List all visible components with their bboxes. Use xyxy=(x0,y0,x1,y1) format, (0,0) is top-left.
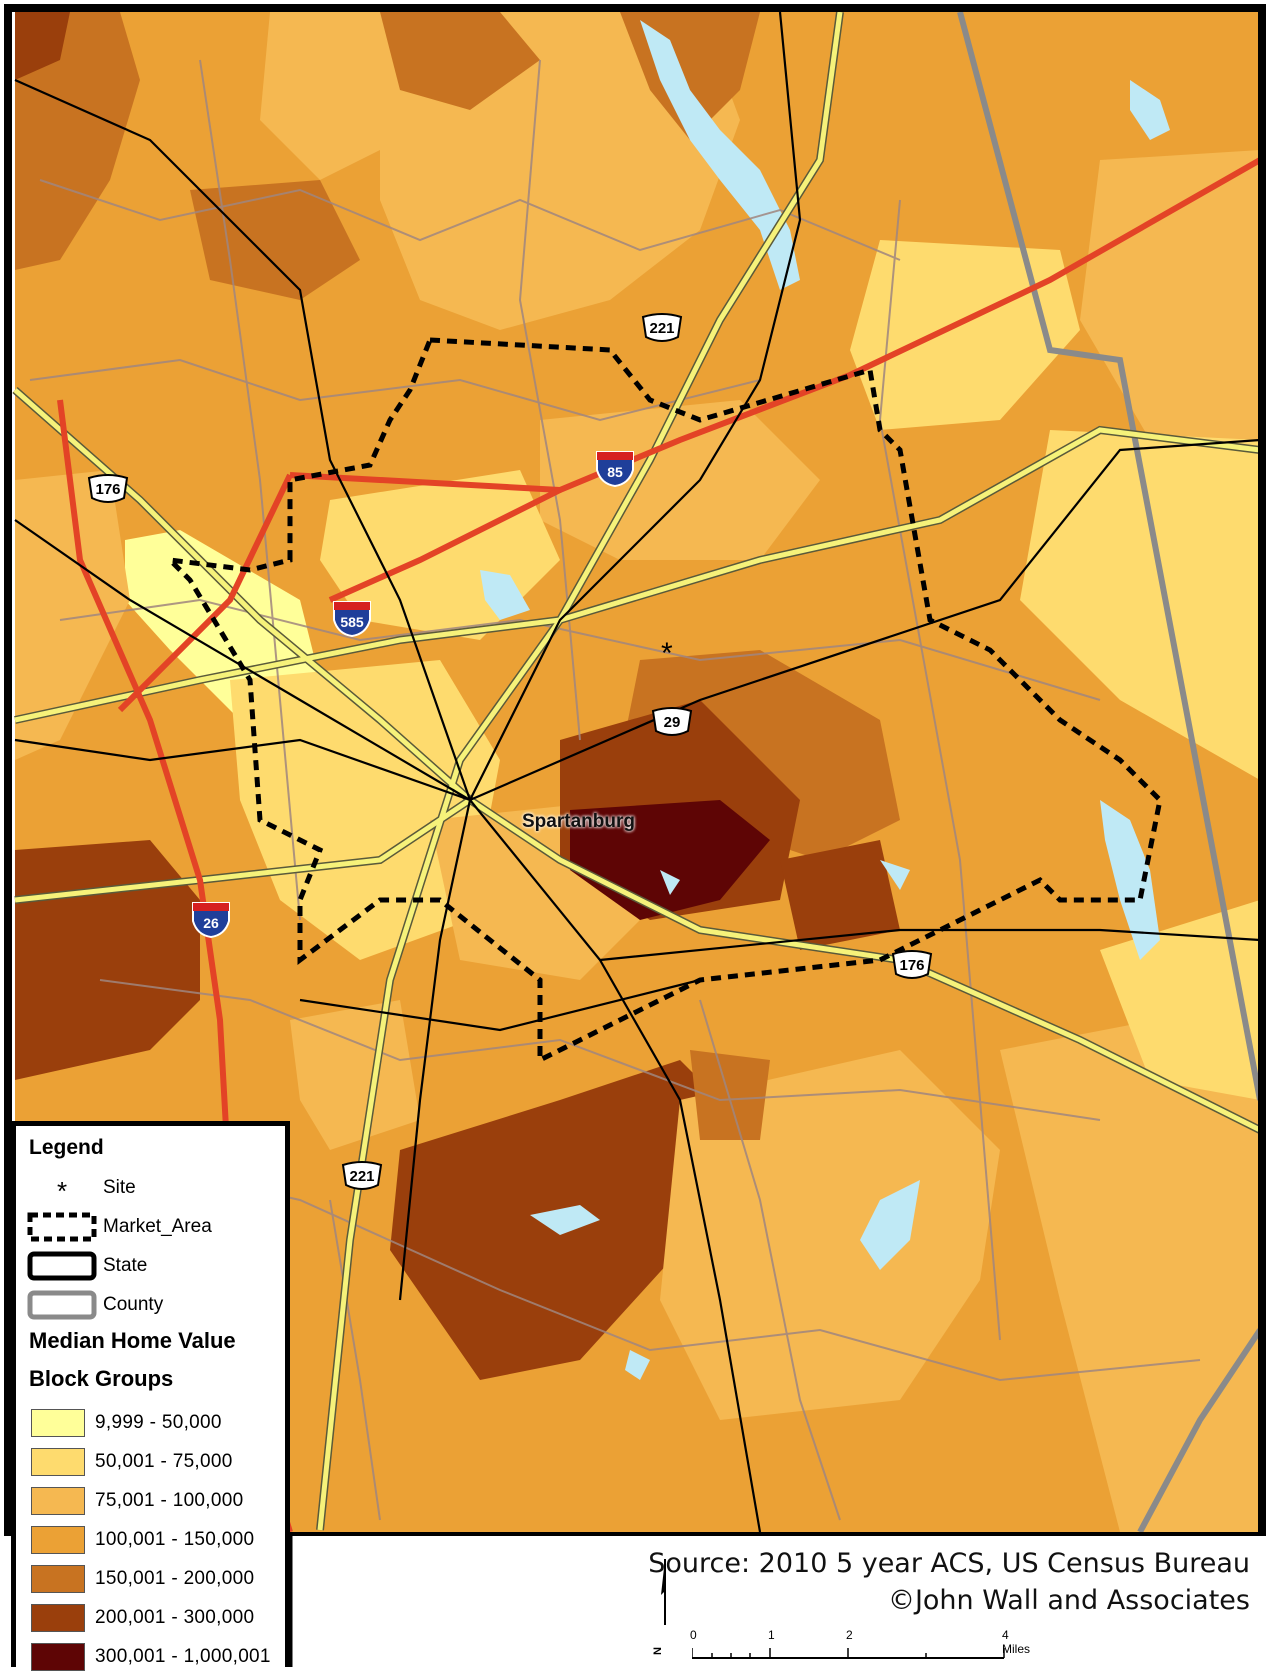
block-group-200-300k-nw xyxy=(15,12,70,80)
legend-swatch xyxy=(31,1409,85,1437)
svg-text:85: 85 xyxy=(607,464,623,480)
svg-text:26: 26 xyxy=(203,915,219,931)
legend-class-1: 50,001 - 75,000 xyxy=(27,1445,233,1479)
railroads xyxy=(14,11,1261,1533)
block-group-150-200k-nw xyxy=(15,12,140,270)
interstate-shield-icon: 585 xyxy=(333,601,371,638)
us-176-shield-east: 176 xyxy=(890,950,934,985)
legend-class-3: 100,001 - 150,000 xyxy=(27,1523,254,1557)
dashed-boundary-icon xyxy=(27,1212,97,1242)
water-bodies xyxy=(480,20,1170,1380)
us-shield-icon: 221 xyxy=(341,1161,383,1190)
i-26-shield: 26 xyxy=(189,899,233,944)
legend-class-label: 75,001 - 100,000 xyxy=(95,1490,244,1511)
scale-label-4: 4 Miles xyxy=(1002,1628,1031,1656)
legend-item-county: County xyxy=(27,1288,163,1322)
legend-panel: Legend * Site Market_Area State County M… xyxy=(11,1121,290,1671)
legend-swatch xyxy=(31,1604,85,1632)
i-585-shield: 585 xyxy=(330,598,374,643)
north-arrow-icon: N xyxy=(652,1555,678,1665)
state-boundary-icon xyxy=(27,1251,97,1281)
scale-bar: 0 1 2 4 Miles xyxy=(690,1628,1030,1664)
block-group-75-100k-sw xyxy=(290,1000,420,1150)
north-label: N xyxy=(652,1647,664,1655)
svg-text:221: 221 xyxy=(349,1168,374,1185)
source-text: Source: 2010 5 year ACS, US Census Burea… xyxy=(648,1545,1250,1619)
legend-class-4: 150,001 - 200,000 xyxy=(27,1562,254,1596)
svg-text:176: 176 xyxy=(95,481,120,498)
county-lines xyxy=(957,11,1263,1534)
block-group-75-100k-far-se xyxy=(1000,1000,1260,1532)
us-shield-icon: 176 xyxy=(87,474,129,503)
legend-layer-title: Median Home Value xyxy=(29,1328,236,1353)
svg-text:221: 221 xyxy=(649,320,674,337)
county-boundary-icon xyxy=(27,1290,97,1320)
interstate-shield-icon: 26 xyxy=(192,902,230,939)
us-29-shield: 29 xyxy=(650,707,694,742)
us-221-shield-north: 221 xyxy=(640,313,684,348)
scale-label-0: 0 xyxy=(690,1628,697,1642)
i-85-shield: 85 xyxy=(593,448,637,493)
block-group-50-75k-east xyxy=(1020,430,1260,780)
scale-label-2: 2 xyxy=(846,1628,853,1642)
asterisk-icon: * xyxy=(56,1176,68,1206)
scale-ruler xyxy=(692,1648,1005,1659)
block-group-200-300k-sw xyxy=(15,840,200,1080)
block-group-50-75k-ne-corridor xyxy=(850,240,1080,430)
legend-item-market-area: Market_Area xyxy=(27,1210,212,1244)
legend-class-0: 9,999 - 50,000 xyxy=(27,1406,222,1440)
us-221-shield-south: 221 xyxy=(340,1161,384,1196)
city-label-spartanburg: Spartanburg xyxy=(522,811,635,832)
legend-class-6: 300,001 - 1,000,001 xyxy=(27,1640,271,1674)
block-group-200-300k-east xyxy=(780,840,900,950)
block-group-150-200k-north xyxy=(380,12,540,110)
legend-item-state: State xyxy=(27,1249,147,1283)
legend-swatch xyxy=(31,1565,85,1593)
site-marker-icon[interactable]: * xyxy=(661,637,673,670)
interstate-shield-icon: 85 xyxy=(596,451,634,488)
legend-title: Legend xyxy=(29,1136,104,1159)
block-group-75-100k-south xyxy=(660,1050,1000,1420)
map-area xyxy=(12,11,1263,1534)
legend-item-site: * Site xyxy=(27,1171,136,1206)
legend-swatch xyxy=(31,1526,85,1554)
block-group-75-100k-west-edge xyxy=(15,470,130,760)
us-176-shield-west: 176 xyxy=(86,474,130,509)
legend-layer-subtitle: Block Groups xyxy=(29,1366,174,1391)
legend-class-5: 200,001 - 300,000 xyxy=(27,1601,254,1635)
block-group-75-100k-center-ne xyxy=(540,400,820,560)
source-line-1: Source: 2010 5 year ACS, US Census Burea… xyxy=(648,1548,1250,1579)
block-group-150-200k-south xyxy=(690,1050,770,1140)
legend-swatch xyxy=(31,1448,85,1476)
scale-label-1: 1 xyxy=(768,1628,775,1642)
us-shield-icon: 221 xyxy=(641,313,683,342)
local-roads xyxy=(29,59,1201,1521)
svg-text:176: 176 xyxy=(899,957,924,974)
block-group-150-200k-west xyxy=(190,180,360,300)
legend-class-label: 9,999 - 50,000 xyxy=(95,1412,222,1433)
legend-class-label: 150,001 - 200,000 xyxy=(95,1568,255,1589)
legend-class-2: 75,001 - 100,000 xyxy=(27,1484,243,1518)
market-area-boundary xyxy=(163,337,1163,1065)
source-line-2: ©John Wall and Associates xyxy=(887,1585,1250,1616)
legend-class-label: 100,001 - 150,000 xyxy=(95,1529,255,1550)
legend-class-label: 300,001 - 1,000,001 xyxy=(95,1646,271,1667)
legend-class-label: 50,001 - 75,000 xyxy=(95,1451,233,1472)
us-shield-icon: 176 xyxy=(891,950,933,979)
legend-class-label: 200,001 - 300,000 xyxy=(95,1607,255,1628)
svg-text:585: 585 xyxy=(340,614,364,630)
block-group-75-100k-nw xyxy=(260,12,380,180)
block-group-under-50k-west xyxy=(125,530,320,720)
svg-text:29: 29 xyxy=(664,714,681,731)
legend-swatch xyxy=(31,1487,85,1515)
us-shield-icon: 29 xyxy=(651,707,693,736)
